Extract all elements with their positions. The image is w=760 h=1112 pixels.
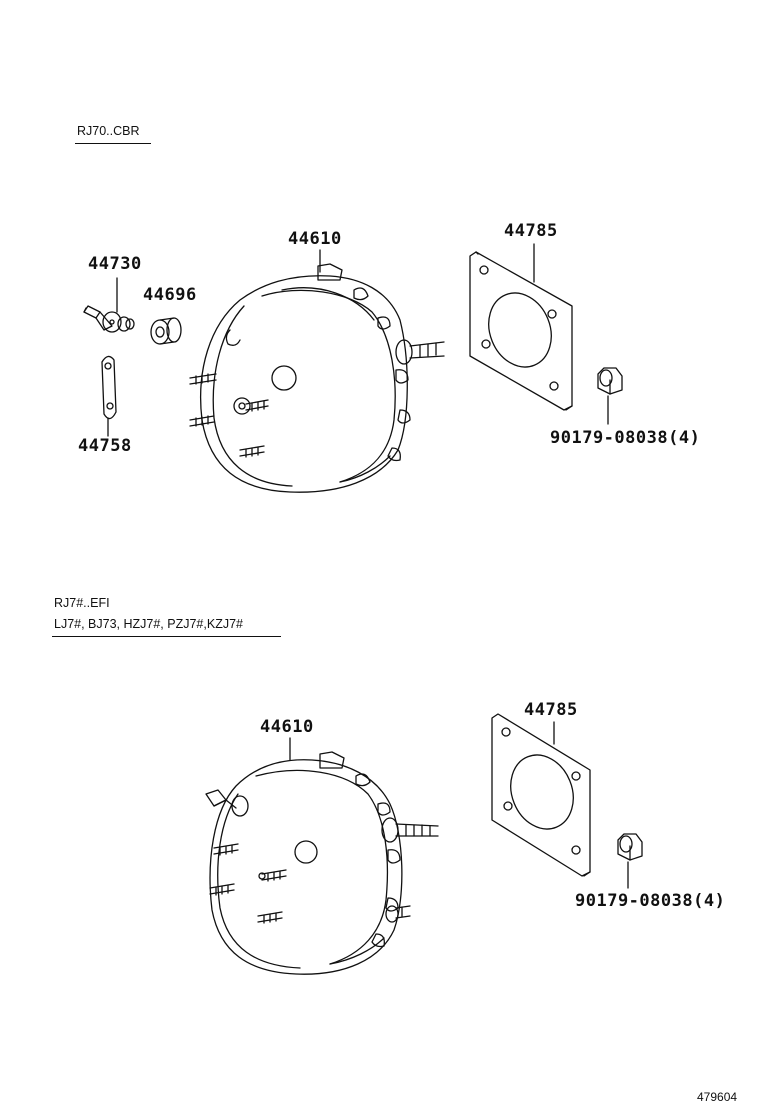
- part-number-text: 90179-08038: [550, 428, 669, 448]
- part-44785-gasket-bottom-drawing: [491, 713, 591, 877]
- part-number-44785[interactable]: 44785: [504, 221, 558, 241]
- quantity-text: (4): [693, 891, 726, 911]
- part-number-44785[interactable]: 44785: [524, 700, 578, 720]
- condition-underline: [75, 143, 151, 144]
- part-number-text: 90179-08038: [575, 891, 694, 911]
- condition-label-models: LJ7#, BJ73, HZJ7#, PZJ7#,KZJ7#: [54, 617, 243, 631]
- part-44730-fitting-drawing: [83, 305, 135, 333]
- part-44785-gasket-drawing: [469, 251, 573, 411]
- part-number-44730[interactable]: 44730: [88, 254, 142, 274]
- part-90179-nut-bottom-drawing: [617, 833, 643, 861]
- part-44758-bracket-drawing: [101, 355, 117, 420]
- part-number-90179-08038[interactable]: 90179-08038(4): [550, 428, 700, 448]
- part-90179-nut-drawing: [597, 367, 623, 395]
- part-number-44610[interactable]: 44610: [288, 229, 342, 249]
- part-number-44610[interactable]: 44610: [260, 717, 314, 737]
- condition-label-rj70: RJ70..CBR: [77, 124, 140, 138]
- part-number-44696[interactable]: 44696: [143, 285, 197, 305]
- part-number-90179-08038[interactable]: 90179-08038(4): [575, 891, 725, 911]
- condition-label-rj7-efi: RJ7#..EFI: [54, 596, 110, 610]
- illustration-id: 479604: [697, 1090, 738, 1104]
- part-44610-booster-drawing: [189, 263, 445, 493]
- part-44696-grommet-drawing: [150, 317, 182, 345]
- part-44610-booster-bottom-drawing: [205, 751, 439, 975]
- quantity-text: (4): [668, 428, 701, 448]
- part-number-44758[interactable]: 44758: [78, 436, 132, 456]
- condition-underline: [52, 636, 281, 637]
